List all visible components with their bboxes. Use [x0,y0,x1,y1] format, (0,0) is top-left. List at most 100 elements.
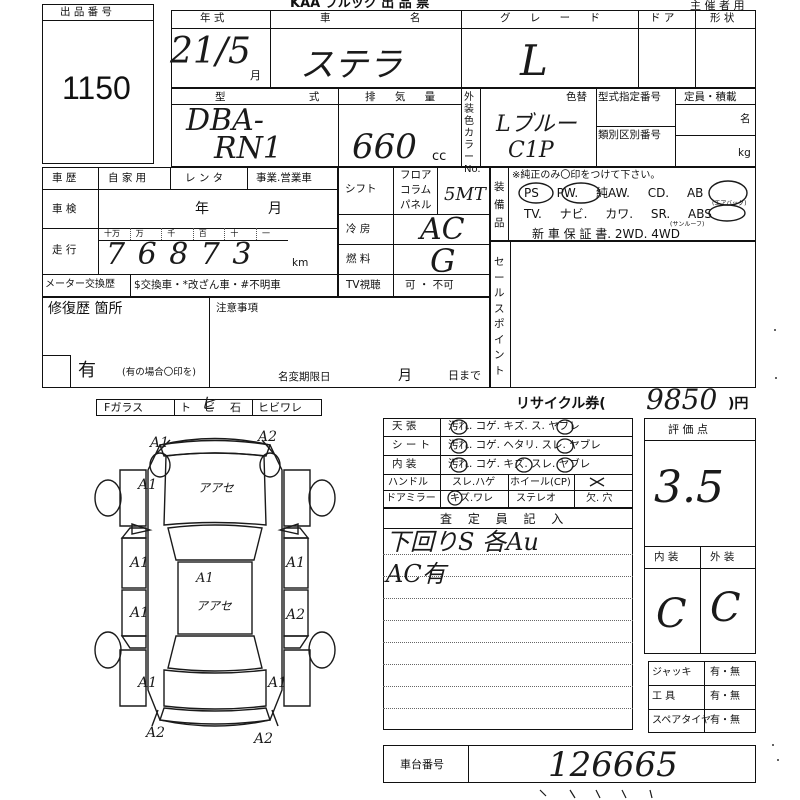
wheel-label: ホイール(CP) [510,477,571,488]
glass-item-stone: 石 [230,401,241,414]
row1-div2 [461,10,462,88]
condition-options-2: 汚れ. コゲ. キズ. スレ. ヤブレ [448,458,591,470]
name-label: 車 名 [320,12,459,24]
mileage-digit-4: 3 [232,237,252,272]
color-swap-label: 色替 [566,91,587,103]
meter-label: メーター交換歴 [45,279,115,290]
grade-score: 3.5 [654,462,724,513]
repair-box [42,297,490,388]
mid-labelcol [393,167,394,297]
diagram-mark-12: A2 [254,731,274,747]
persons-unit: 名 [740,113,751,125]
shift-opt-column: コラム [400,184,432,196]
sponsor-label: 主 催 者 用 [690,0,745,12]
row2-div2 [461,88,462,167]
cond-line1 [383,436,633,437]
equipment-note: ※純正のみ〇印をつけて下さい。 [512,170,661,181]
diagram-mark-1: A1 [150,435,170,451]
shaken-label: 車 検 [52,203,77,215]
lot-box [42,4,154,164]
row2-capline1 [675,104,756,105]
ac-handwritten: AC [420,212,465,247]
condition-label-0: 天 張 [392,420,417,432]
sales-point-label: セールスポイント [494,256,505,377]
stereo-options: 欠. 穴 [586,493,613,504]
diagram-mark-10: A1 [268,675,288,691]
mileage-digit-1: 6 [137,237,157,272]
cond-line2 [383,455,633,456]
glass-item-to: ト [180,401,191,414]
equipment-line1: PS PW. 純AW. CD. AB [524,186,704,200]
row1-header-line [171,28,756,29]
diagram-mark-11: A2 [146,725,166,741]
sales-point-box [490,241,756,388]
displacement-label: 排 気 量 [365,91,444,103]
shift-opt-panel: パネル [400,199,432,211]
inspector-rule [383,620,633,621]
mirror-options: キズ.ワレ [450,493,494,504]
diagram-mark-6: A1 [196,571,214,586]
handle-label: ハンドル [388,477,428,488]
glass-div2 [252,399,253,416]
mid-line1 [338,214,490,215]
history-opt-business: 事業.営業車 [256,172,312,184]
km-unit: km [292,257,309,269]
glass-div [174,399,175,416]
glass-item-front: Fガラス [104,401,144,414]
hist-labelcol [98,167,99,274]
meter-div [130,274,131,297]
tool-options-0: 有・無 [710,667,740,678]
exterior-label: 外 装 [710,551,735,563]
inspector-rule [383,642,633,643]
row2-box [171,88,756,167]
shift-opt-floor: フロア [400,169,432,181]
digit-header-3: 百 [198,229,207,238]
hist-line2 [42,228,338,229]
recycle-handwritten: 9850 [646,383,718,416]
equipment-line2: TV. ナビ. カワ. SR. ABS [524,207,712,221]
row2-div4 [596,88,597,167]
row1-div1 [270,10,271,88]
interior-label: 内 装 [654,551,679,563]
lot-number: 1150 [62,70,131,106]
shift-optcol [437,167,438,214]
diagram-area-roof: アアセ [196,599,232,613]
tools-split [704,661,705,733]
door-label: ド ア [650,12,675,24]
chassis-handwritten: 126665 [548,745,678,785]
tools-line1 [648,685,756,686]
sunroof-sub: (サンルーフ) [670,221,705,228]
caution-label: 注意事項 [216,302,258,314]
meter-options: $交換車・*改ざん車・#不明車 [134,279,281,291]
tool-options-1: 有・無 [710,691,740,702]
grade-label: 評 価 点 [668,423,708,436]
mileage-digit-0: 7 [106,237,126,272]
chassis-box [383,745,756,783]
cond-wheel-div [508,474,509,508]
chassis-split [468,745,469,783]
tool-label-1: 工 具 [652,691,676,702]
condition-options-0: 汚れ. コゲ. キズ. ス. ヤブレ [448,420,580,432]
repair-inner-v [70,355,71,388]
color-handwritten: Lブルー [496,112,577,137]
tv-label: TV視聴 [346,279,381,291]
year-handwritten: 21/5 [170,31,251,72]
tv-options: 可 ・ 不可 [405,279,454,291]
digit-header-2: 千 [167,229,176,238]
capacity-label: 定員・積載 [684,91,737,103]
recycle-unit: )円 [728,396,749,412]
header-banner: KAA ブルック 出 品 票 [290,0,430,11]
repair-note: (有の場合〇印を) [122,367,196,378]
year-month-unit: 月 [250,69,261,82]
equip-labelcol [508,167,509,241]
displacement-handwritten: 660 [352,127,417,167]
diagram-mark-5: A1 [286,555,306,571]
inspector-box [383,508,633,730]
inspector-rule [383,686,633,687]
tool-label-2: スペアタイヤ [652,715,711,726]
meihen-month-unit: 月 [398,368,412,384]
diagram-mark-9: A1 [138,675,158,691]
hist-opt-div1 [170,167,171,189]
kg-unit: kg [738,147,751,159]
